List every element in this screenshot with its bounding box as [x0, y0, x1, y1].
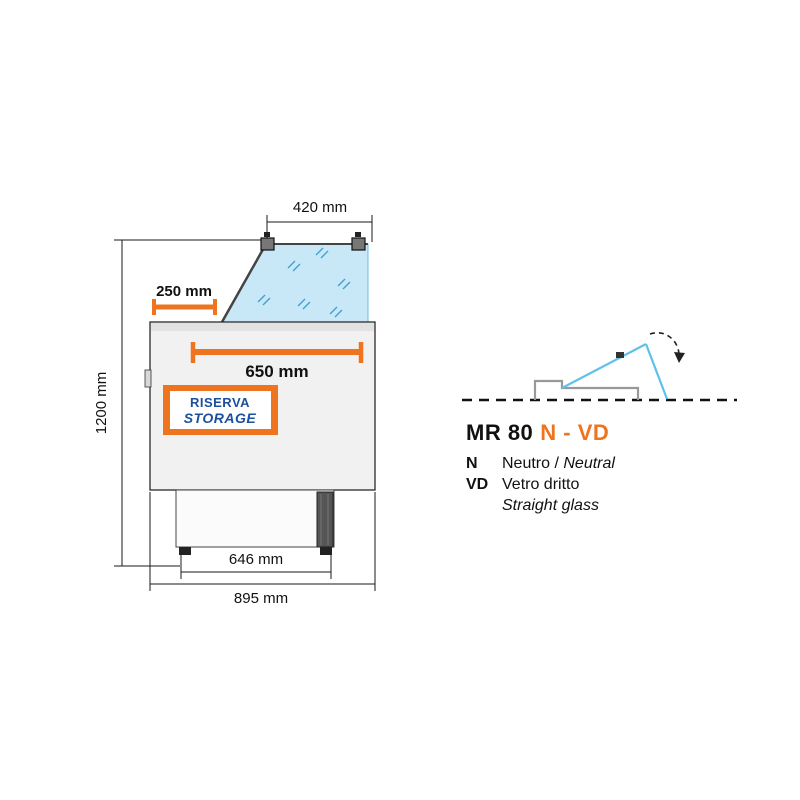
side-bumper: [144, 369, 152, 388]
glass-clamp-right: [351, 237, 366, 251]
side-view-drawing: 1200 mm 420 mm: [93, 199, 376, 607]
schematic-profile: [533, 379, 640, 400]
dim-1200-line: [114, 239, 266, 567]
legend-vd-label-en: Straight glass: [502, 497, 599, 514]
legend-vd-label: Vetro dritto: [502, 476, 580, 493]
storage-label-box: RISERVA STORAGE: [163, 385, 278, 435]
glass-clamp-left-pin: [264, 232, 270, 237]
dim-650-label: 650 mm: [245, 362, 308, 381]
glass-open-line: [644, 343, 669, 400]
model-name: MR 80: [466, 420, 534, 445]
legend-vd-code: VD: [466, 476, 489, 493]
dim-650-bar: [190, 342, 364, 363]
dim-895-label: 895 mm: [234, 590, 288, 607]
tilt-schematic: [462, 332, 737, 402]
legend-n-code: N: [466, 455, 478, 472]
dim-250-label: 250 mm: [156, 283, 212, 300]
legend-row-n: N Neutro / Neutral: [466, 454, 716, 474]
storage-label-line2: STORAGE: [184, 410, 257, 426]
model-variant: N - VD: [540, 420, 610, 445]
glass-panel: [220, 232, 369, 323]
base-unit: [175, 489, 335, 555]
glass-reflection-ticks: [257, 247, 351, 318]
foot-right: [320, 547, 332, 555]
storage-label-line1: RISERVA: [190, 395, 250, 410]
dim-895-line: [149, 492, 376, 591]
legend-n-label: Neutro / Neutral: [502, 455, 615, 472]
dim-250-bar: [152, 299, 217, 315]
dim-646-label: 646 mm: [229, 551, 283, 568]
glass-clamp-right-pin: [355, 232, 361, 237]
compressor-unit: [316, 491, 334, 548]
dim-646-line: [180, 555, 332, 579]
glass-closed-line: [561, 343, 647, 389]
glass-clamp-left: [260, 237, 275, 251]
foot-left: [179, 547, 191, 555]
glass-handle: [616, 352, 624, 358]
dim-1200-label: 1200 mm: [93, 372, 110, 435]
rotation-arrow: [649, 332, 685, 363]
legend-row-vd: VD Vetro dritto: [466, 475, 716, 495]
legend-row-vd-en: Straight glass: [466, 496, 716, 516]
legend-n-label-en: Neutral: [563, 455, 615, 472]
dim-420-label: 420 mm: [293, 199, 347, 216]
